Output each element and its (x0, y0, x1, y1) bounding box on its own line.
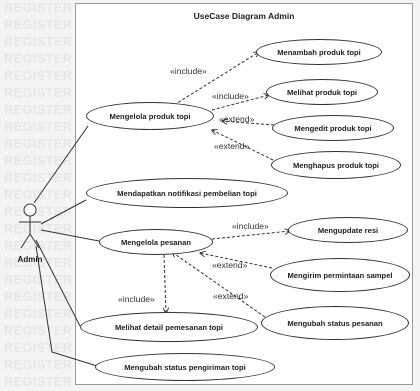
watermark-text: REGISTER (4, 103, 73, 117)
include-label: «include» (170, 66, 207, 76)
include-arrow (173, 52, 259, 106)
use-case-menambah-produk: Menambah produk topi (256, 39, 382, 65)
use-case-mengedit-produk: Mengedit produk topi (272, 115, 394, 141)
diagram-title: UseCase Diagram Admin (193, 11, 295, 21)
watermark-text: REGISTER (4, 86, 73, 100)
watermark-text: REGISTER (4, 290, 73, 304)
extend-arrow (200, 253, 273, 269)
watermark-text: REGISTER (4, 171, 73, 185)
watermark-text: REGISTER (4, 324, 73, 338)
extend-label: «extend» (214, 141, 250, 151)
use-case-menghapus-produk: Menghapus produk topi (271, 151, 401, 179)
watermark-text: REGISTER (4, 205, 73, 219)
include-label: «include» (212, 91, 249, 101)
watermark-text: REGISTER (4, 375, 73, 389)
watermark: REGISTER REGISTER REGISTER REGISTER REGI… (4, 0, 72, 391)
include-label: «include» (232, 221, 269, 231)
association-line (33, 125, 89, 204)
watermark-text: REGISTER (4, 256, 73, 270)
watermark-text: REGISTER (4, 69, 73, 83)
association-line (40, 199, 87, 225)
watermark-text: REGISTER (4, 307, 73, 321)
watermark-text: REGISTER (4, 18, 73, 32)
use-case-melihat-produk: Melihat produk topi (266, 79, 378, 105)
extend-label: «extend» (212, 260, 248, 270)
watermark-text: REGISTER (4, 341, 73, 355)
watermark-text: REGISTER (4, 1, 73, 15)
include-arrow (211, 231, 290, 240)
extend-arrow (222, 121, 275, 126)
actor-icon (19, 203, 41, 249)
association-line (35, 245, 98, 367)
extend-arrow (212, 130, 274, 161)
watermark-text: REGISTER (4, 154, 73, 168)
association-line (40, 229, 100, 242)
extend-arrow (172, 252, 266, 318)
watermark-text: REGISTER (4, 120, 73, 134)
use-case-mengelola-pesanan: Mengelola pesanan (99, 229, 213, 255)
association-line (35, 239, 81, 327)
use-case-mengelola-produk: Mengelola produk topi (86, 102, 214, 130)
watermark-text: REGISTER (4, 188, 73, 202)
include-label: «include» (118, 294, 155, 304)
actor-label: Admin (17, 255, 43, 264)
watermark-text: REGISTER (4, 35, 73, 49)
use-case-ubah-status-pesanan: Mengubah status pesanan (261, 306, 409, 340)
watermark-text: REGISTER (4, 137, 73, 151)
use-case-status-pengiriman: Mengubah status pengiriman topi (95, 353, 275, 381)
use-case-mengirim-sampel: Mengirim permintaan sampel (270, 258, 410, 292)
extend-label: «extend» (213, 291, 249, 301)
use-case-notifikasi-pembelian: Mendapatkan notifikasi pembelian topi (86, 178, 288, 208)
watermark-text: REGISTER (4, 52, 73, 66)
extend-label: «extend» (219, 114, 255, 124)
use-case-mengupdate-resi: Mengupdate resi (288, 217, 408, 243)
watermark-text: REGISTER (4, 358, 73, 372)
include-arrow (164, 254, 166, 313)
use-case-detail-pemesanan: Melihat detail pemesanan topi (80, 312, 258, 342)
